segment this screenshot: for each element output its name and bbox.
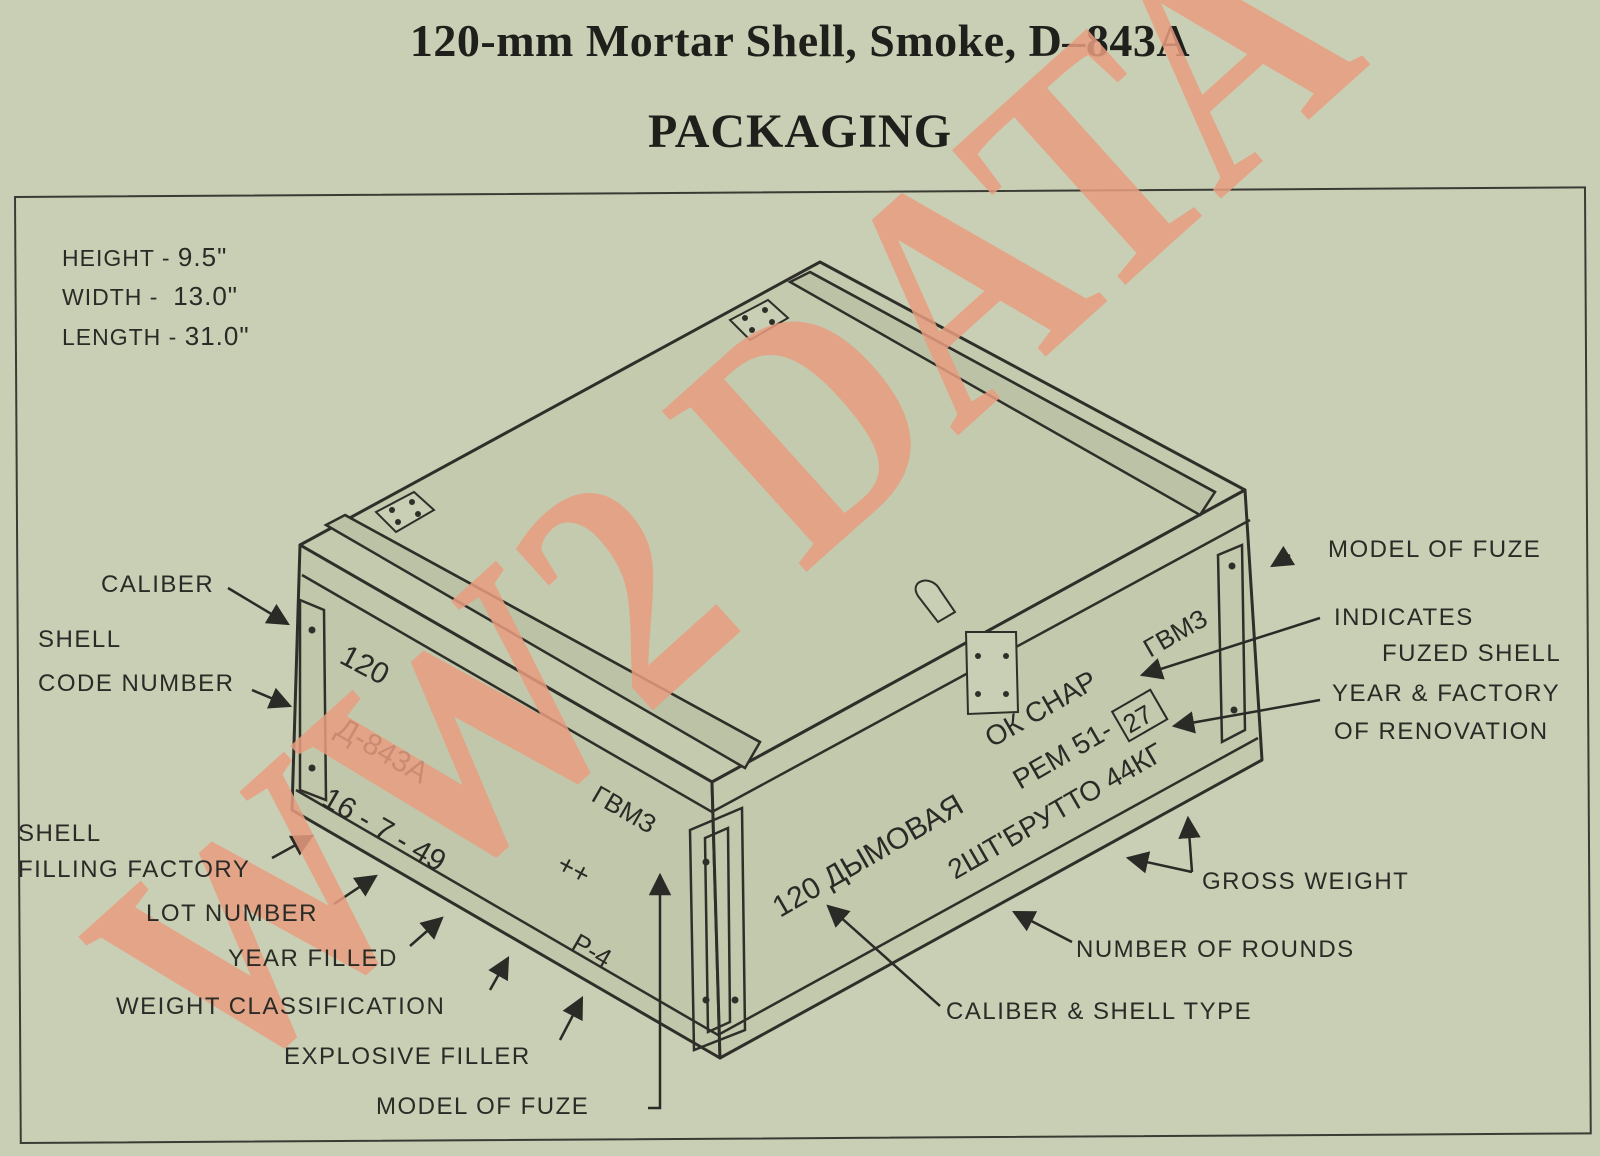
dimension-value: 9.5" [177, 242, 228, 272]
label-shell-filling-1: SHELL [18, 820, 102, 847]
dimension-length: LENGTH - 31.0" [62, 321, 250, 352]
label-gross-weight: GROSS WEIGHT [1202, 868, 1410, 895]
label-year-filled: YEAR FILLED [228, 945, 398, 972]
label-indicates-1: INDICATES [1334, 604, 1474, 631]
dimension-label: LENGTH - [62, 324, 178, 350]
dimension-value: 31.0" [184, 321, 250, 351]
dimension-height: HEIGHT - 9.5" [62, 242, 227, 273]
label-caliber: CALIBER [101, 571, 215, 598]
page-subtitle: PACKAGING [647, 105, 953, 158]
dimension-label: HEIGHT - [62, 245, 171, 271]
label-caliber-shell-type: CALIBER & SHELL TYPE [946, 998, 1253, 1025]
label-model-of-fuze-right: MODEL OF FUZE [1328, 536, 1542, 563]
dimension-label: WIDTH - [62, 284, 159, 310]
label-year-factory-2: OF RENOVATION [1334, 718, 1549, 745]
label-lot-number: LOT NUMBER [146, 900, 318, 927]
label-shell-code-1: SHELL [38, 626, 122, 653]
label-model-of-fuze-bottom: MODEL OF FUZE [376, 1093, 590, 1120]
page-title: 120-mm Mortar Shell, Smoke, D–843A [409, 15, 1191, 66]
label-explosive-filler: EXPLOSIVE FILLER [284, 1043, 531, 1070]
label-weight-classification: WEIGHT CLASSIFICATION [116, 993, 446, 1020]
dimension-width: WIDTH - 13.0" [62, 281, 238, 312]
label-shell-code-2: CODE NUMBER [38, 670, 235, 697]
leader-arrows [227, 545, 1321, 1110]
label-indicates-2: FUZED SHELL [1382, 640, 1562, 667]
dimension-value: 13.0" [173, 281, 239, 311]
label-year-factory-1: YEAR & FACTORY [1332, 680, 1561, 707]
label-number-of-rounds: NUMBER OF ROUNDS [1076, 936, 1355, 963]
label-shell-filling-2: FILLING FACTORY [18, 856, 251, 883]
